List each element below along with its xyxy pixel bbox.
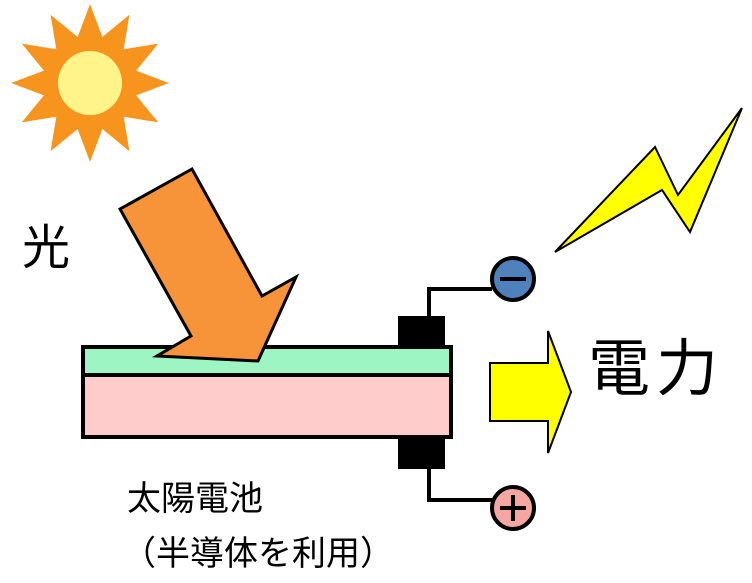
top-electrode bbox=[398, 316, 445, 349]
positive-terminal: + bbox=[490, 485, 536, 531]
electric-power-label: 電力 bbox=[588, 332, 725, 405]
arrow-right-icon bbox=[489, 330, 573, 454]
cell-bottom-layer bbox=[81, 373, 453, 439]
bottom-electrode bbox=[398, 435, 445, 469]
sun-core bbox=[58, 51, 122, 115]
arrow-down-right-icon bbox=[117, 166, 300, 363]
semiconductor-note-label: （半導体を利用） bbox=[122, 534, 394, 574]
sun-icon bbox=[11, 4, 169, 162]
negative-terminal: − bbox=[490, 256, 536, 302]
positive-wire bbox=[427, 468, 492, 502]
solar-cell-label: 太陽電池 bbox=[127, 479, 263, 519]
lightning-bolt-icon bbox=[554, 107, 743, 253]
light-label: 光 bbox=[22, 220, 71, 276]
negative-wire bbox=[427, 287, 492, 318]
cell-top-layer bbox=[81, 345, 453, 377]
